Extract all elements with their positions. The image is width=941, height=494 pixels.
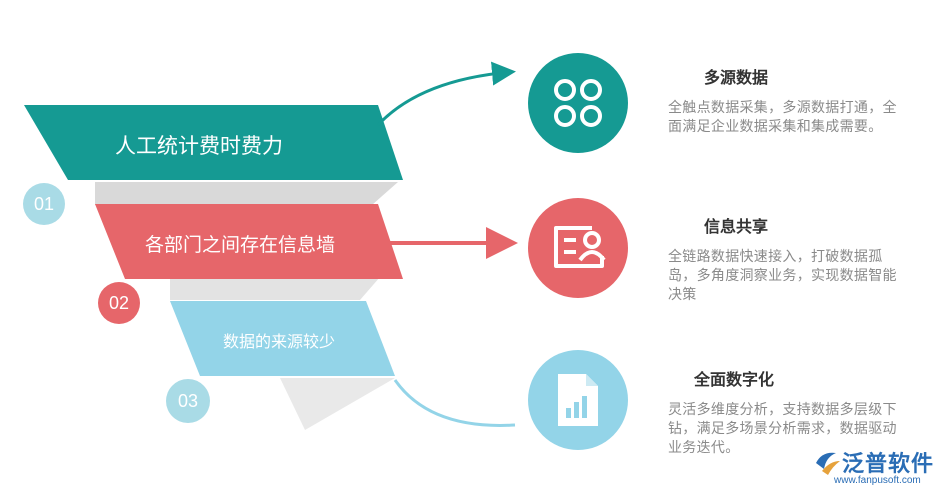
feature-title-2: 信息共享 — [704, 217, 769, 236]
feature-description-3: 灵活多维度分析，支持数据多层级下钻，满足多场景分析需求，数据驱动业务迭代。 — [668, 402, 897, 456]
four-circles-icon — [554, 79, 602, 127]
problem-number-3: 03 — [166, 379, 210, 423]
connector-to-feature-3 — [393, 379, 516, 427]
problem-label-3: 数据的来源较少 — [223, 332, 336, 351]
id-card-icon — [554, 226, 606, 268]
fold-shadow-1 — [95, 182, 398, 205]
arrow-to-feature-1 — [376, 61, 516, 127]
feature-description-2: 全链路数据快速接入，打破数据孤岛，多角度洞察业务，实现数据智能决策 — [668, 249, 897, 303]
fold-shadow-2 — [170, 277, 380, 300]
problem-number-1: 01 — [23, 183, 65, 225]
problem-banner-2 — [95, 204, 403, 279]
problem-number-2: 02 — [98, 282, 140, 324]
feature-icon-circle-3 — [528, 350, 628, 450]
problem-label-1: 人工统计费时费力 — [115, 134, 283, 158]
feature-icon-circle-2 — [528, 198, 628, 298]
brand-logo: 泛普软件 www.fanpusoft.com — [812, 445, 937, 490]
feature-title-1: 多源数据 — [704, 68, 769, 87]
brand-name: 泛普软件 — [842, 452, 935, 477]
feature-description-1: 全触点数据采集，多源数据打通，全面满足企业数据采集和集成需要。 — [668, 100, 897, 135]
problem-label-2: 各部门之间存在信息墙 — [145, 234, 336, 256]
feature-title-3: 全面数字化 — [694, 370, 775, 389]
fold-shadow-3 — [280, 378, 395, 430]
problem-banner-3 — [170, 301, 395, 376]
brand-logo-mark-icon — [816, 452, 840, 475]
feature-icon-circle-1 — [528, 53, 628, 153]
problem-banner-1 — [24, 105, 403, 180]
bar-chart-document-icon — [558, 374, 598, 426]
brand-url: www.fanpusoft.com — [834, 475, 921, 486]
